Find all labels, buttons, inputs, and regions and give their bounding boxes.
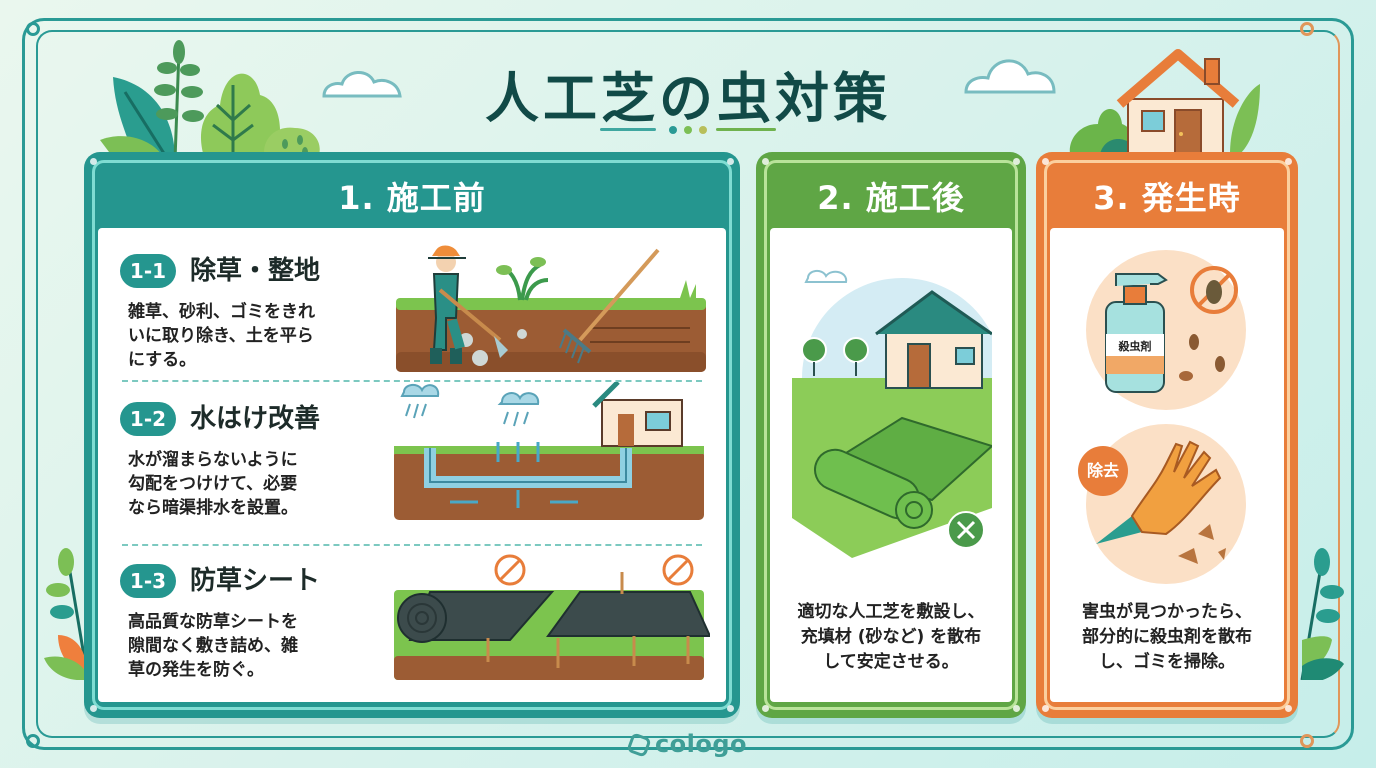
plants-decoration-icon bbox=[95, 40, 335, 164]
card-heading: 3. 発生時 bbox=[1093, 179, 1241, 217]
card-body: 殺虫剤 除去 害虫が見つかったら、 部分的に殺虫剤を散布 し、ゴミを掃除。 bbox=[1050, 228, 1284, 702]
step-title: 水はけ改善 bbox=[190, 404, 321, 434]
house-decoration-icon bbox=[1060, 44, 1260, 158]
step-badge: 1-2 bbox=[120, 402, 176, 436]
title-rule-left bbox=[600, 128, 656, 131]
card-corner-dot bbox=[90, 158, 97, 165]
cloud-icon bbox=[318, 62, 412, 98]
step-title: 防草シート bbox=[190, 566, 321, 596]
card-corner-dot bbox=[1285, 705, 1292, 712]
card-corner-dot bbox=[1013, 158, 1020, 165]
step-1-3: 1-3 防草シート 高品質な防草シートを 隙間なく敷き詰め、雑 草の発生を防ぐ。 bbox=[98, 554, 726, 708]
card-corner-dot bbox=[762, 158, 769, 165]
worker-hoeing-soil-illustration bbox=[390, 240, 710, 379]
title-dot bbox=[699, 126, 707, 134]
drainage-pipe-illustration bbox=[390, 380, 710, 526]
card-corner-dot bbox=[1013, 705, 1020, 712]
footer-rule-right bbox=[786, 747, 856, 750]
cloud-icon bbox=[960, 48, 1060, 94]
card-heading: 2. 施工後 bbox=[817, 179, 965, 217]
section-divider bbox=[122, 380, 702, 382]
card-after-construction: 2. 施工後 適切 bbox=[756, 152, 1026, 718]
brand-logo-icon bbox=[626, 732, 652, 758]
card-body: 1-1 除草・整地 雑草、砂利、ゴミをきれ いに取り除き、土を平ら にする。 bbox=[98, 228, 726, 702]
removal-badge: 除去 bbox=[1078, 446, 1128, 496]
step-description: 水が溜まらないように 勾配をつけけて、必要 なら暗渠排水を設置。 bbox=[128, 450, 298, 518]
corner-ring-icon bbox=[26, 734, 40, 748]
step-1-2: 1-2 水はけ改善 水が溜まらないように 勾配をつけけて、必要 なら暗渠排水を設… bbox=[98, 380, 726, 536]
step-title: 除草・整地 bbox=[190, 256, 321, 286]
weed-sheet-illustration bbox=[390, 552, 712, 686]
step-description: 雑草、砂利、ゴミをきれ いに取り除き、土を平ら にする。 bbox=[128, 302, 315, 370]
card-heading: 1. 施工前 bbox=[338, 179, 486, 217]
card-corner-dot bbox=[762, 705, 769, 712]
card-body: 適切な人工芝を敷設し、 充填材 (砂など) を散布 して安定させる。 bbox=[770, 228, 1012, 702]
right-plant-decoration-icon bbox=[1298, 540, 1348, 684]
card-before-construction: 1. 施工前 1-1 除草・整地 雑草、砂利、ゴミをきれ いに取り除き、土を平ら… bbox=[84, 152, 740, 718]
footer-brand: cologo bbox=[0, 730, 1376, 758]
card-corner-dot bbox=[1042, 705, 1049, 712]
step-badge: 1-3 bbox=[120, 564, 176, 598]
card-corner-dot bbox=[727, 705, 734, 712]
step-badge: 1-1 bbox=[120, 254, 176, 288]
title-dot bbox=[669, 126, 677, 134]
corner-ring-icon bbox=[26, 22, 40, 36]
card-corner-dot bbox=[1042, 158, 1049, 165]
step-description: 高品質な防草シートを 隙間なく敷き詰め、雑 草の発生を防ぐ。 bbox=[128, 612, 298, 680]
card-description: 害虫が見つかったら、 部分的に殺虫剤を散布 し、ゴミを掃除。 bbox=[1082, 602, 1252, 672]
footer-rule-left bbox=[520, 747, 590, 750]
title-rule-right bbox=[716, 128, 776, 131]
corner-ring-icon bbox=[1300, 22, 1314, 36]
insecticide-spray-illustration: 殺虫剤 bbox=[1086, 250, 1246, 410]
insecticide-label: 殺虫剤 bbox=[1118, 340, 1152, 353]
page-title: 人工芝の虫対策 bbox=[485, 67, 891, 130]
outer-frame bbox=[22, 18, 1354, 750]
card-corner-dot bbox=[90, 705, 97, 712]
corner-ring-icon bbox=[1300, 734, 1314, 748]
section-divider bbox=[122, 544, 702, 546]
glove-removal-illustration: 除去 bbox=[1078, 424, 1246, 584]
brand-name: cologo bbox=[654, 730, 748, 758]
left-plant-decoration-icon bbox=[40, 540, 90, 684]
step-1-1: 1-1 除草・整地 雑草、砂利、ゴミをきれ いに取り除き、土を平ら にする。 bbox=[98, 245, 726, 380]
title-dot bbox=[684, 126, 692, 134]
inner-frame bbox=[36, 30, 1340, 738]
card-corner-dot bbox=[1285, 158, 1292, 165]
card-when-occurring: 3. 発生時 殺虫剤 bbox=[1036, 152, 1298, 718]
card-corner-dot bbox=[727, 158, 734, 165]
turf-roll-house-illustration bbox=[792, 268, 1002, 562]
card-description: 適切な人工芝を敷設し、 充填材 (砂など) を散布 して安定させる。 bbox=[797, 602, 985, 672]
